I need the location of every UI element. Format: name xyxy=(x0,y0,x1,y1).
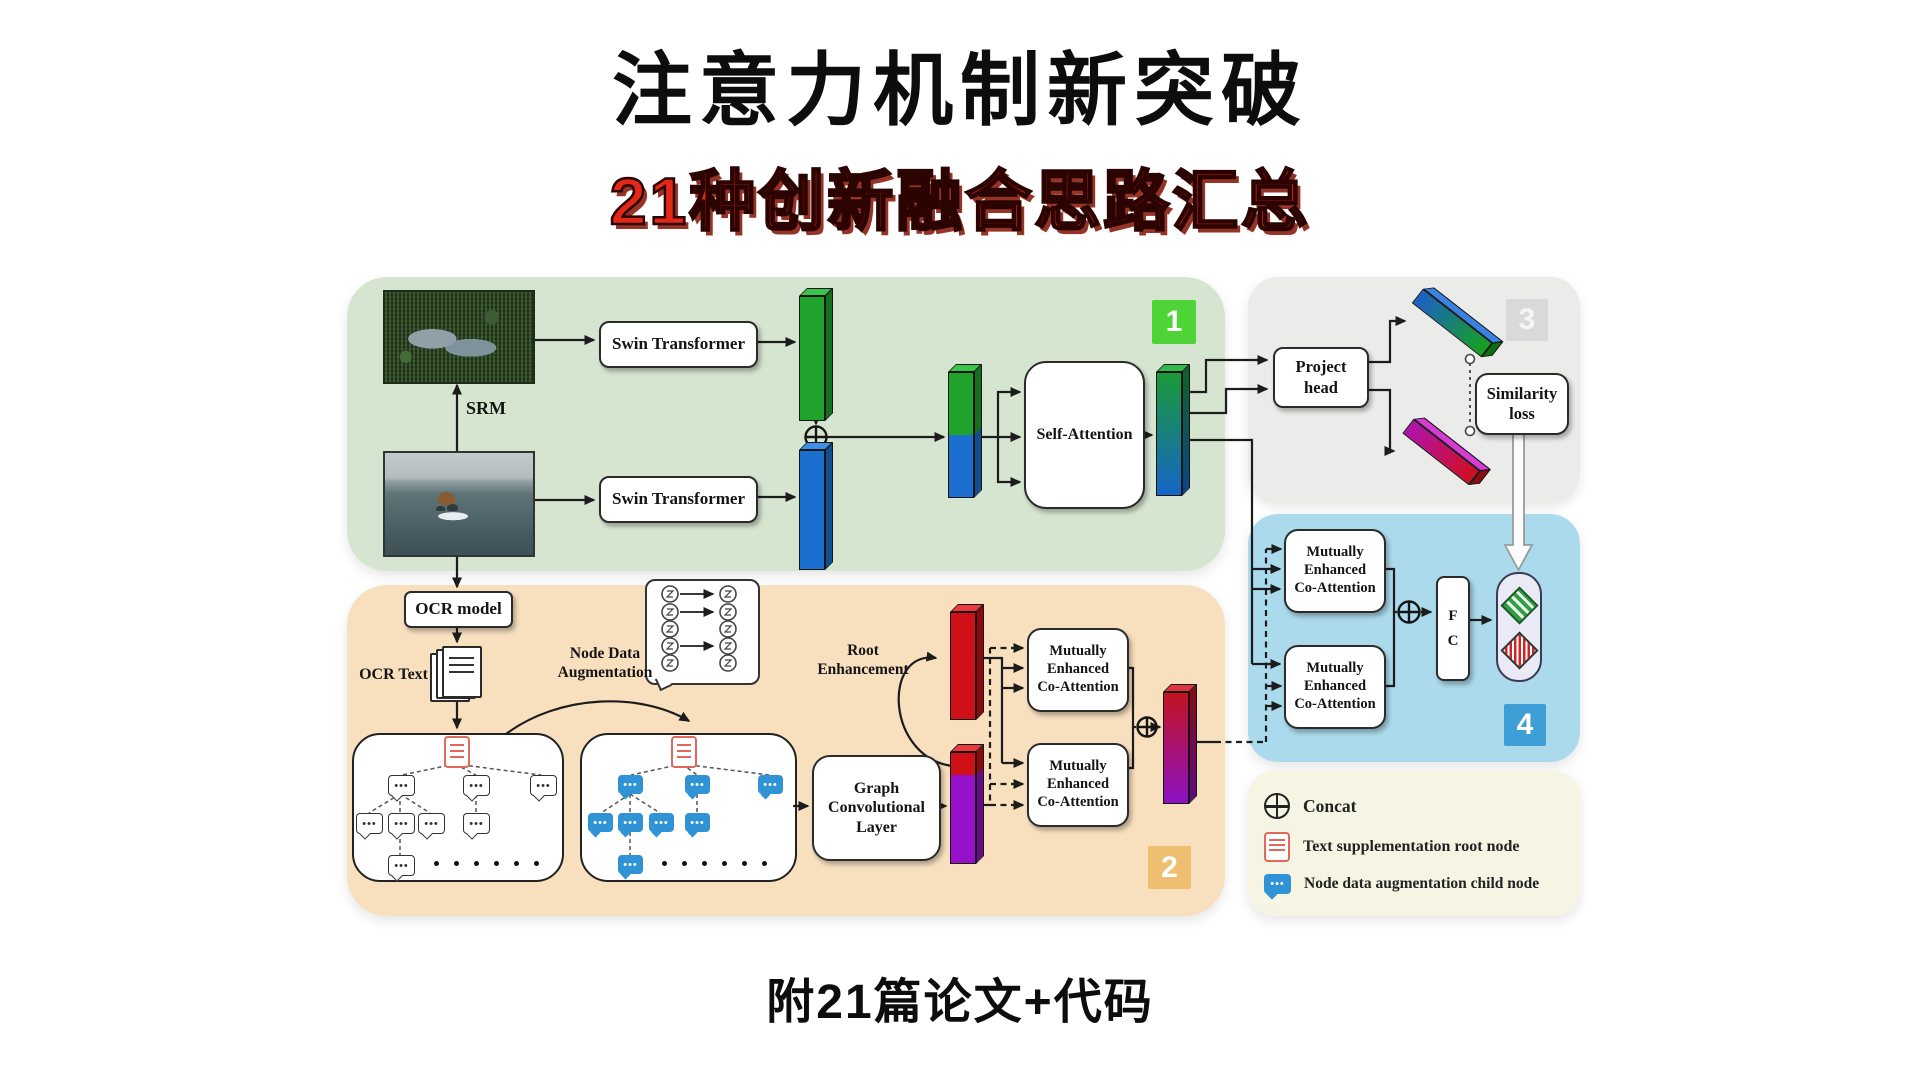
fc-box: F C xyxy=(1436,576,1470,681)
child-node-bubble xyxy=(388,855,415,876)
child-node-bubble xyxy=(530,775,557,796)
input-photo xyxy=(383,451,535,557)
region-3-badge: 3 xyxy=(1506,299,1548,341)
child-node-bubble xyxy=(418,813,445,834)
legend-root-node-label: Text supplementation root node xyxy=(1303,837,1520,855)
swin-transformer-box-bottom: Swin Transformer xyxy=(599,476,758,523)
graph-convolutional-layer-box: Graph Convolutional Layer xyxy=(812,755,941,861)
fused-text-feature-bar xyxy=(1163,692,1189,804)
attended-feature-bar xyxy=(1156,372,1182,496)
meca-box-r2-top: Mutually Enhanced Co-Attention xyxy=(1027,628,1129,712)
poster-title: 注意力机制新突破 xyxy=(612,46,1308,135)
child-node-bubble xyxy=(388,775,415,796)
self-attention-box: Self-Attention xyxy=(1024,361,1145,509)
srm-noise-image xyxy=(383,290,535,384)
meca-box-r2-bottom: Mutually Enhanced Co-Attention xyxy=(1027,743,1129,827)
aug-child-node-bubble xyxy=(685,813,710,832)
legend-row-child-node: Node data augmentation child node xyxy=(1264,873,1564,894)
child-node-bubble xyxy=(388,813,415,834)
poster-caption: 附21篇论文+代码 xyxy=(766,976,1154,1029)
child-node-bubble xyxy=(463,775,490,796)
region-4-badge: 4 xyxy=(1504,704,1546,746)
aug-child-node-bubble xyxy=(618,813,643,832)
feature-bar-blue xyxy=(799,450,825,570)
aug-child-node-bubble xyxy=(618,855,643,874)
meca-box-r4-top: Mutually Enhanced Co-Attention xyxy=(1284,529,1386,613)
region-1-badge: 1 xyxy=(1152,300,1196,344)
poster-subtitle: 21种创新融合思路汇总 xyxy=(609,163,1311,240)
project-head-box: Project head xyxy=(1273,347,1369,408)
child-node-icon xyxy=(1264,873,1291,894)
root-node-icon xyxy=(1264,831,1290,862)
root-node-icon xyxy=(671,736,697,768)
legend-panel: Concat Text supplementation root node No… xyxy=(1248,771,1580,916)
srm-label: SRM xyxy=(466,398,506,418)
concat-icon xyxy=(1264,793,1290,820)
aug-child-node-bubble xyxy=(758,775,783,794)
ocr-text-label: OCR Text xyxy=(359,666,428,683)
ocr-text-docs-icon xyxy=(430,646,482,702)
child-node-bubble xyxy=(356,813,383,834)
aug-child-node-bubble xyxy=(649,813,674,832)
root-enhancement-label: Root Enhancement xyxy=(817,642,909,679)
meca-box-r4-bottom: Mutually Enhanced Co-Attention xyxy=(1284,645,1386,729)
aug-child-node-bubble xyxy=(588,813,613,832)
root-node-icon xyxy=(444,736,470,768)
ellipsis-dots xyxy=(662,861,767,866)
node-data-augmentation-label: Node Data Augmentation xyxy=(557,645,653,682)
legend-row-root-node: Text supplementation root node xyxy=(1264,831,1564,862)
graph-feature-bar xyxy=(950,752,976,864)
legend-child-node-label: Node data augmentation child node xyxy=(1304,874,1540,892)
feature-bar-green xyxy=(799,296,825,421)
child-node-bubble xyxy=(463,813,490,834)
similarity-loss-box: Similarity loss xyxy=(1475,373,1569,435)
concat-feature-bar xyxy=(948,372,974,498)
aug-child-node-bubble xyxy=(685,775,710,794)
ellipsis-dots xyxy=(434,861,539,866)
ocr-model-box: OCR model xyxy=(404,591,513,628)
legend-concat-label: Concat xyxy=(1303,795,1357,816)
legend-row-concat: Concat xyxy=(1264,793,1564,820)
swin-transformer-box-top: Swin Transformer xyxy=(599,321,758,368)
aug-child-node-bubble xyxy=(618,775,643,794)
root-feature-bar xyxy=(950,612,976,720)
region-2-badge: 2 xyxy=(1148,846,1191,889)
